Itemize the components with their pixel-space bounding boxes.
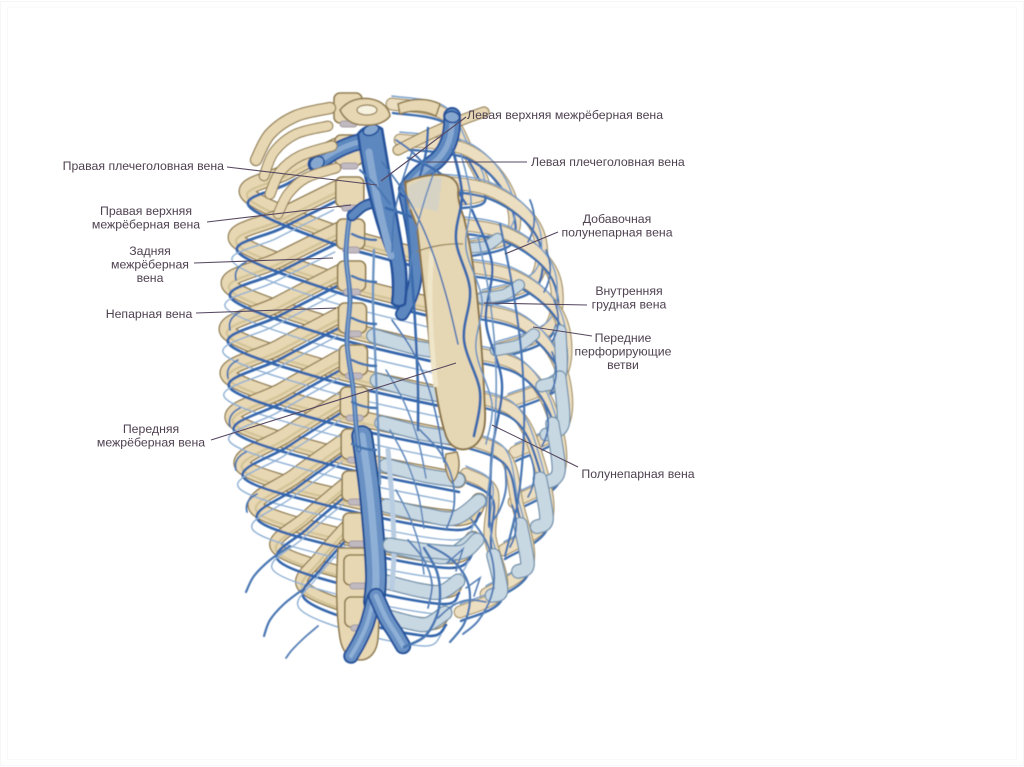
svg-text:Внутренняя: Внутренняя [595, 284, 662, 298]
svg-text:Добавочная: Добавочная [583, 212, 652, 226]
svg-text:Левая плечеголовная вена: Левая плечеголовная вена [531, 155, 685, 169]
svg-text:полунепарная вена: полунепарная вена [561, 226, 672, 240]
svg-text:Левая верхняя межрёберная вена: Левая верхняя межрёберная вена [467, 108, 663, 122]
svg-text:Полунепарная вена: Полунепарная вена [581, 467, 694, 481]
svg-text:Непарная вена: Непарная вена [106, 307, 193, 321]
svg-text:грудная вена: грудная вена [592, 298, 667, 312]
svg-text:ветви: ветви [607, 358, 639, 372]
svg-text:межрёберная вена: межрёберная вена [92, 218, 200, 232]
svg-text:Правая верхняя: Правая верхняя [100, 204, 192, 218]
svg-text:межрёберная: межрёберная [111, 258, 189, 272]
svg-text:перфорирующие: перфорирующие [575, 345, 672, 359]
svg-text:межрёберная вена: межрёберная вена [97, 436, 205, 450]
svg-text:вена: вена [137, 271, 164, 285]
svg-text:Передние: Передние [595, 331, 652, 345]
svg-text:Передняя: Передняя [123, 422, 179, 436]
svg-text:Правая плечеголовная вена: Правая плечеголовная вена [63, 159, 225, 173]
svg-text:Задняя: Задняя [129, 244, 171, 258]
